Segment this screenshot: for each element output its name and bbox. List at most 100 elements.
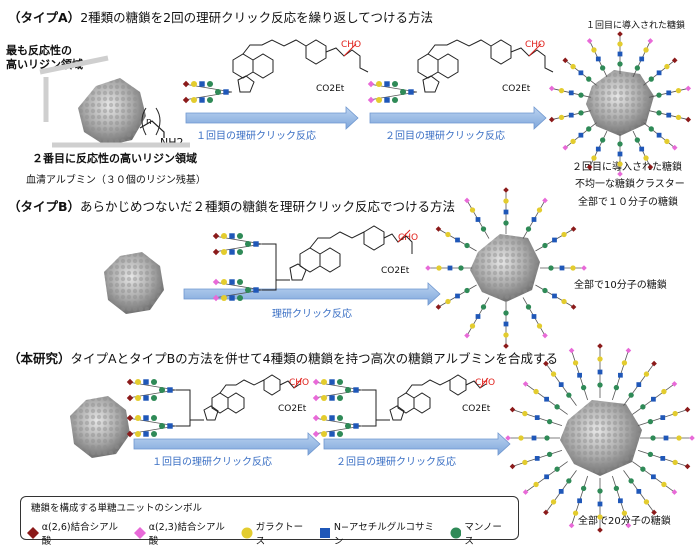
glycan-unit — [464, 242, 470, 249]
reagent-a2 — [417, 39, 554, 93]
glycan-unit — [647, 451, 654, 458]
glycan-unit — [229, 233, 235, 239]
glycan-unit — [570, 63, 576, 70]
glycan-unit — [469, 323, 476, 329]
co2et-label-a1: CO2Et — [316, 84, 345, 94]
glycan-unit — [651, 474, 656, 480]
glycan-unit — [558, 87, 565, 94]
glycan-unit — [533, 481, 539, 488]
glycan-unit — [220, 232, 228, 240]
green-circle-icon — [450, 527, 462, 539]
arrow-c2 — [323, 432, 511, 456]
glycan-unit — [533, 388, 539, 395]
glycan-unit — [320, 394, 328, 402]
glycan-unit — [666, 90, 672, 96]
glycan-unit — [336, 430, 344, 438]
co2et-label-a2: CO2Et — [502, 84, 531, 94]
glycan-unit — [253, 241, 259, 247]
glycan-unit — [656, 92, 662, 98]
glycan-unit — [158, 386, 166, 394]
glycan-unit — [336, 414, 344, 422]
glycan-unit — [143, 415, 149, 421]
glycan-unit — [531, 314, 537, 319]
glycan-unit — [586, 126, 592, 132]
yellow-circle-icon — [241, 527, 253, 539]
second-reactive-lysine-label: ２番目に反応性の高いリジン領域 — [32, 152, 197, 165]
glycan-unit — [126, 414, 134, 422]
glycan-unit — [625, 347, 632, 354]
glycan-unit — [558, 114, 565, 121]
glycan-unit — [336, 394, 344, 402]
glycan-unit — [634, 65, 641, 71]
glycan-unit — [554, 404, 560, 410]
glycan-unit — [671, 381, 678, 387]
protein-a — [78, 78, 146, 146]
glycan-unit — [595, 146, 601, 152]
glycan-unit — [671, 57, 678, 64]
glycan-unit — [561, 298, 567, 305]
reagent-c2 — [362, 374, 489, 427]
glycan-unit — [597, 382, 603, 388]
section-c-title: （本研究）タイプAとタイプBの方法を併せて4種類の糖鎖を持つ高次の糖鎖アルブミン… — [8, 348, 558, 367]
glycan-unit — [661, 481, 667, 488]
legend-label: マンノース — [464, 522, 502, 547]
symbol-legend: 糖鎖を構成する単糖ユニットのシンボル α(2,6)結合シアル酸 α(2,3)結合… — [20, 496, 519, 547]
glycan-unit — [552, 293, 557, 299]
legend-item-glcnac: N−アセチルグルコサミン — [319, 519, 441, 547]
glycan-unit — [445, 231, 451, 238]
glycan-unit — [643, 371, 650, 377]
heterogeneous-cluster-label: 不均一な糖鎖クラスター — [575, 179, 685, 190]
section-b-title-tag: （タイプB） — [8, 199, 81, 214]
glycan-unit — [625, 522, 632, 529]
section-a-title-text: 2種類の糖鎖を2回の理研クリック反応を繰り返してつける方法 — [80, 10, 433, 25]
glycan-unit — [639, 56, 645, 62]
product-a — [586, 70, 654, 136]
glycan-unit — [685, 116, 692, 123]
glycan-unit — [617, 61, 623, 67]
glycan-unit — [613, 384, 620, 391]
glycan-unit — [525, 226, 532, 232]
glycan-unit — [621, 360, 628, 366]
glycan-unit — [464, 197, 470, 204]
glycan-unit — [554, 466, 560, 472]
glycan-unit — [656, 132, 662, 138]
glycan-unit — [685, 85, 692, 92]
glycan-unit — [643, 47, 649, 53]
glycan-unit — [617, 41, 623, 47]
glycan-unit — [167, 387, 173, 393]
glycan-unit — [353, 423, 359, 429]
cho-label-c1: CHO — [289, 378, 310, 388]
legend-label: α(2,6)結合シアル酸 — [41, 522, 118, 547]
section-b-title-text: あらかじめつないだ２種類の糖鎖を理研クリック反応でつける方法 — [80, 199, 456, 214]
glycan-unit — [664, 63, 670, 70]
glycan-unit — [320, 414, 328, 422]
glycan-unit — [329, 379, 335, 385]
glycan-unit — [577, 372, 582, 378]
lysine-chain — [139, 120, 165, 138]
glycan-unit — [236, 232, 244, 240]
glycan-unit — [464, 332, 470, 339]
glycan-unit — [480, 304, 487, 310]
glycan-unit — [568, 347, 575, 354]
glycan-unit — [312, 378, 320, 386]
glycan-unit — [525, 304, 532, 310]
arrow-c1 — [133, 432, 321, 456]
glycan-unit — [684, 406, 691, 413]
paren-left — [141, 107, 147, 136]
glycan-unit — [562, 144, 569, 151]
arrow-b — [183, 282, 441, 306]
glycan-unit — [591, 47, 597, 53]
glycan-unit — [503, 187, 509, 193]
glycan-unit — [509, 463, 516, 470]
glycan-unit — [617, 31, 623, 37]
glycan-unit — [229, 279, 235, 285]
glycan-unit — [617, 151, 623, 157]
glycan-unit — [312, 394, 320, 402]
glycan-unit — [536, 323, 543, 329]
reagent-a1 — [232, 39, 369, 93]
glycan-unit — [126, 378, 134, 386]
glycan-unit — [628, 478, 634, 484]
glycan-unit — [206, 96, 214, 104]
legend-item-mannose: マンノース — [450, 519, 510, 547]
